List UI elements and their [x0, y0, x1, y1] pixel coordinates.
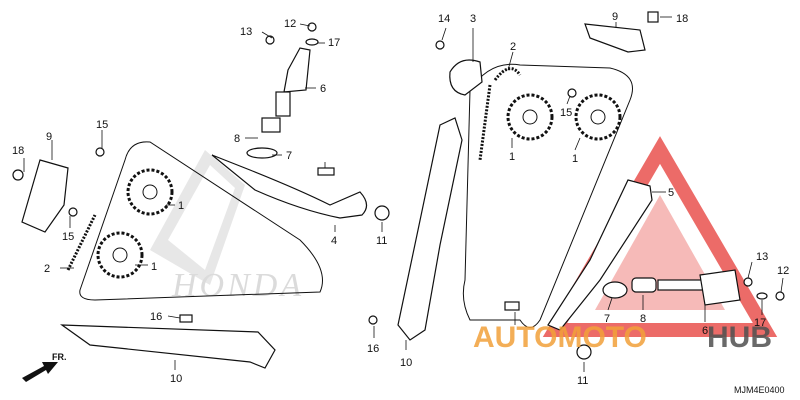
callout-3: 3: [470, 13, 476, 25]
callout-labels: 18 9 15 15 2 1 1 13 12 17 6 8 7 4 11 16 …: [12, 11, 789, 387]
callout-6-right: 6: [702, 325, 708, 337]
automotohub-watermark: AUTOMOTO HUB: [473, 321, 772, 354]
callout-12-left: 12: [284, 18, 296, 30]
upper-cam-sprocket-left: [126, 168, 174, 216]
washer-17-left: [305, 38, 319, 46]
callout-2-right: 2: [510, 41, 516, 53]
callout-1-right: 1: [572, 153, 578, 165]
collar-11-left: [374, 205, 390, 221]
callout-14: 14: [438, 13, 450, 25]
bolt-18-left: [12, 169, 24, 181]
lower-cam-sprocket-left: [96, 231, 144, 279]
callout-5: 5: [668, 187, 674, 199]
cam-chain-tensioner-right: [602, 269, 741, 306]
callout-16-center: 16: [367, 343, 379, 355]
callout-4: 4: [331, 235, 337, 247]
bolt-12-left: [307, 22, 317, 32]
callout-6-left: 6: [320, 83, 326, 95]
honda-emblem-text: HONDA: [171, 267, 304, 304]
chain-guide-plate-3: [449, 59, 483, 96]
callout-13-left: 13: [240, 26, 252, 38]
callout-2-left: 2: [44, 263, 50, 275]
cam-sprocket-center: [506, 93, 554, 141]
callout-17-left: 17: [328, 37, 340, 49]
tensioner-bracket-9-right: [584, 23, 646, 53]
callout-13-right: 13: [756, 251, 768, 263]
watermark-text-automoto: AUTOMOTO: [473, 321, 647, 354]
callout-9-left: 9: [46, 131, 52, 143]
bolt-13-right: [743, 277, 753, 287]
callout-1-upper-left: 1: [178, 200, 184, 212]
bolt-12-right: [775, 291, 785, 301]
cam-chain-tensioner-left: [246, 47, 311, 159]
callout-8-left: 8: [234, 133, 240, 145]
callout-10-center: 10: [400, 357, 412, 369]
bolt-15-right: [567, 88, 577, 98]
front-direction-label: FR.: [52, 352, 67, 362]
watermark-text-hub: HUB: [707, 321, 772, 354]
bolt-14: [435, 40, 445, 50]
callout-11-right: 11: [577, 375, 588, 387]
callout-18-right: 18: [676, 13, 688, 25]
tensioner-arm-5: [547, 179, 653, 331]
callout-12-right: 12: [777, 265, 789, 277]
bolt-18-right: [647, 11, 659, 23]
callout-17-right: 17: [754, 317, 766, 329]
callout-16-left: 16: [150, 311, 162, 323]
left-cam-chain: [66, 141, 323, 301]
cam-sprocket-right: [574, 93, 622, 141]
bolt-19-right: [504, 301, 520, 311]
watermark-triangle: [542, 136, 778, 337]
bolt-16-center: [368, 315, 378, 325]
honda-wing-emblem: HONDA: [150, 150, 304, 304]
callout-9-right: 9: [612, 11, 618, 23]
bolt-16-left: [179, 314, 193, 323]
callout-18-left: 18: [12, 145, 24, 157]
chain-guide-10: [60, 324, 276, 369]
callout-15-right: 15: [560, 107, 572, 119]
callout-1-center: 1: [509, 151, 515, 163]
callout-1-lower-left: 1: [151, 261, 157, 273]
callout-8-right: 8: [640, 313, 646, 325]
leader-lines: [23, 16, 784, 372]
callout-7-right: 7: [604, 313, 610, 325]
callout-11-left: 11: [376, 235, 387, 247]
bolt-19: [317, 167, 335, 176]
chain-guide-4: [211, 154, 368, 219]
collar-11-right: [576, 344, 592, 360]
bolt-15-upper: [95, 147, 105, 157]
chain-guide-10-center: [397, 117, 463, 341]
callout-15-upper: 15: [96, 119, 108, 131]
diagram-code: MJM4E0400: [734, 385, 785, 395]
callout-15-lower: 15: [62, 231, 74, 243]
tensioner-bracket-9-left: [21, 159, 69, 233]
bolt-15-lower: [68, 207, 78, 217]
callout-10-left: 10: [170, 373, 182, 385]
callout-7-left: 7: [286, 150, 292, 162]
front-direction-arrow: FR.: [22, 352, 67, 382]
washer-17-right: [756, 292, 768, 300]
